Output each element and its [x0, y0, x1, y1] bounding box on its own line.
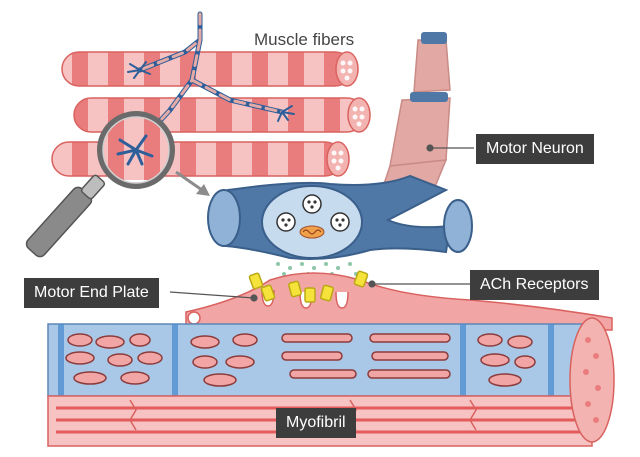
muscle-fiber: [51, 141, 350, 177]
motor-neuron: [207, 32, 473, 280]
muscle-fiber: [61, 51, 359, 87]
myofibril-bundle: [47, 317, 615, 447]
magnifying-glass-icon: [25, 111, 175, 258]
muscle-fibers-label: Muscle fibers: [254, 30, 355, 49]
myofibril-label: Myofibril: [276, 408, 356, 438]
zoom-arrow-head: [196, 184, 210, 196]
nerve-terminal: [127, 61, 295, 122]
motor-end-plate-label: Motor End Plate: [24, 278, 159, 308]
muscle-nucleus: [187, 311, 201, 325]
zoom-arrow: [175, 170, 203, 192]
motor-neuron-label: Motor Neuron: [476, 134, 594, 164]
ach-receptors: [248, 270, 369, 303]
synaptic-vesicles: [276, 194, 350, 239]
leader-lines: [169, 144, 474, 412]
ach-receptors-label: ACh Receptors: [470, 270, 599, 300]
